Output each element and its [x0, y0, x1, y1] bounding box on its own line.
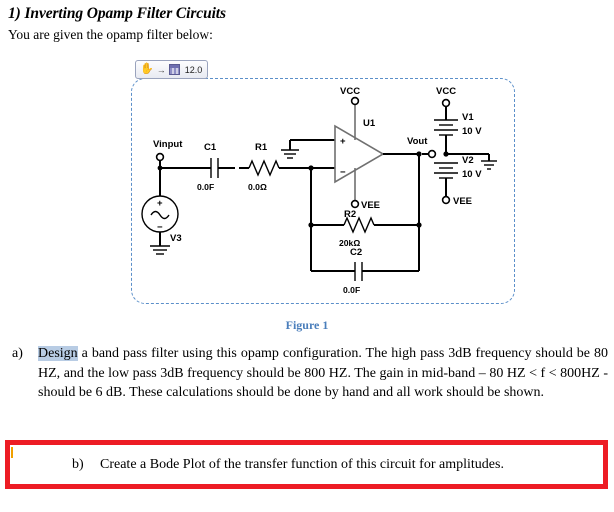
arrow-right-icon: → [156, 64, 166, 75]
label-r2-ref: R2 [344, 209, 356, 220]
v3-minus-symbol: − [157, 222, 163, 233]
list-item-a-text: Design a band pass filter using this opa… [38, 344, 608, 403]
list-marker-a: a) [12, 346, 23, 361]
label-u1-ref: U1 [363, 118, 376, 129]
label-v1-ref: V1 [462, 112, 474, 123]
zoom-level-value: 12.0 [184, 64, 203, 75]
list-item-a-body: a band pass filter using this opamp conf… [38, 346, 608, 400]
label-r1-value: 0.0Ω [248, 182, 267, 192]
label-c2-ref: C2 [350, 247, 362, 258]
label-v1-value: 10 V [462, 126, 482, 137]
label-vcc-opamp: VCC [340, 86, 360, 97]
label-vee-opamp: VEE [361, 200, 380, 211]
label-c1-ref: C1 [204, 142, 217, 153]
label-c1-value: 0.0F [197, 182, 214, 192]
terminal-vcc-supply [441, 98, 451, 108]
list-item-b-text: Create a Bode Plot of the transfer funct… [100, 457, 504, 472]
opamp-minus-symbol: − [340, 167, 346, 178]
list-item-b: b) Create a Bode Plot of the transfer fu… [72, 455, 504, 474]
list-item-a: a) Design a band pass filter using this … [12, 344, 608, 403]
label-vout: Vout [407, 136, 428, 147]
label-c2-value: 0.0F [343, 285, 360, 295]
circuit-diagram: Vinput C1 0.0F R1 0.0Ω + − U1 VCC VEE Vo… [141, 86, 497, 295]
figure-caption: Figure 1 [285, 318, 329, 332]
selected-text-highlight: Design [38, 346, 78, 361]
terminal-vinput [155, 152, 165, 162]
label-vcc-supply: VCC [436, 86, 456, 97]
label-v2-value: 10 V [462, 169, 482, 180]
figure-dashed-border [131, 78, 515, 304]
pan-hand-icon[interactable]: ✋ [140, 63, 154, 75]
opamp-plus-symbol: + [340, 136, 346, 147]
v3-plus-symbol: + [157, 198, 163, 209]
page-title: 1) Inverting Opamp Filter Circuits [8, 5, 226, 22]
terminal-vout [427, 149, 437, 159]
intro-paragraph: You are given the opamp filter below: [8, 27, 213, 42]
grid-icon[interactable] [168, 64, 180, 75]
list-marker-b: b) [72, 457, 84, 472]
label-r2-value: 20kΩ [339, 238, 360, 248]
terminal-vee-supply [441, 195, 451, 205]
label-vee-supply: VEE [453, 196, 472, 207]
label-v2-ref: V2 [462, 155, 474, 166]
terminal-vcc-opamp [350, 96, 360, 106]
label-r1-ref: R1 [255, 142, 268, 153]
text-cursor-caret [11, 447, 13, 458]
circuit-view-toolbar[interactable]: ✋ → 12.0 [135, 60, 209, 79]
red-highlight-box [5, 440, 608, 489]
label-v3-ref: V3 [170, 233, 182, 244]
label-vinput: Vinput [153, 139, 183, 150]
terminal-vee-opamp [350, 199, 360, 209]
